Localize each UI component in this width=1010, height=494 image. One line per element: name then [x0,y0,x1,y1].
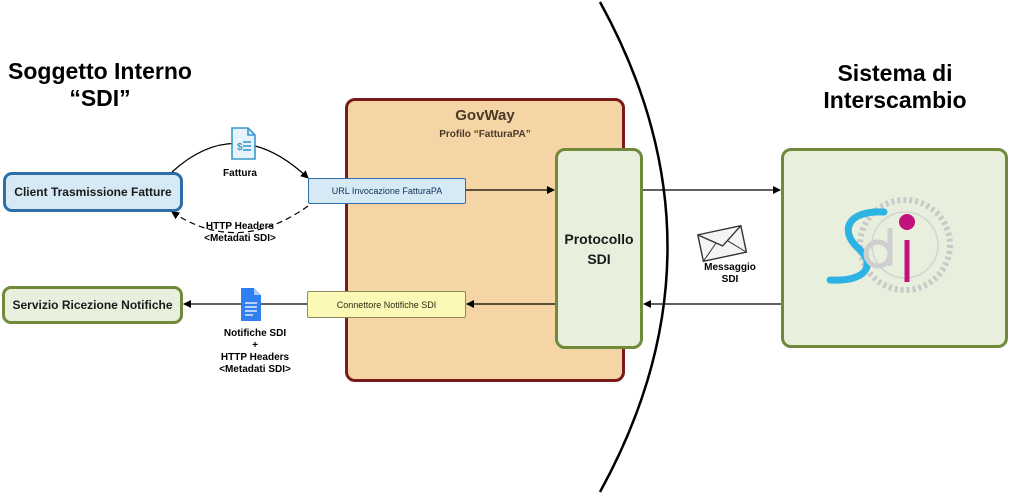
http-headers-line2: <Metadati SDI> [204,233,276,244]
notifiche-line1: Notifiche SDI [223,328,287,339]
fattura-text: Fattura [223,168,257,179]
client-trasmissione-label: Client Trasmissione Fatture [14,185,172,199]
notifiche-line3: HTTP Headers [220,352,290,363]
http-headers-label: HTTP Headers <Metadati SDI> [185,221,295,245]
invoice-icon: $ [231,127,256,160]
connettore-notifiche-label: Connettore Notifiche SDI [336,299,437,310]
notifiche-line2: + [252,340,258,351]
sistema-interscambio-box [781,148,1008,348]
client-trasmissione-box: Client Trasmissione Fatture [3,172,183,212]
messaggio-label: Messaggio SDI [690,262,770,286]
notifiche-label: Notifiche SDI + HTTP Headers <Metadati S… [200,328,310,376]
envelope-icon [696,224,748,263]
messaggio-line2: SDI [721,274,739,285]
left-heading-line1: Soggetto Interno [8,58,192,84]
notifiche-line4: <Metadati SDI> [219,364,291,375]
svg-text:$: $ [237,142,243,153]
left-heading: Soggetto Interno “SDI” [0,58,200,112]
http-headers-line1: HTTP Headers [205,221,275,232]
right-heading-line1: Sistema di [837,60,953,86]
messaggio-line1: Messaggio [704,262,756,273]
govway-subtitle: Profilo “FatturaPA” [439,129,531,140]
left-heading-line2: “SDI” [69,85,131,111]
fattura-label: Fattura [215,168,265,180]
connettore-notifiche-box: Connettore Notifiche SDI [307,291,466,318]
right-heading-line2: Interscambio [823,87,967,113]
headers-arc [171,205,309,234]
document-icon [241,288,261,321]
servizio-ricezione-box: Servizio Ricezione Notifiche [2,286,183,324]
servizio-ricezione-label: Servizio Ricezione Notifiche [12,298,173,312]
protocollo-sdi-box: Protocollo SDI [555,148,643,349]
sdi-logo-icon [826,197,953,293]
govway-title: GovWay [455,107,515,124]
boundary-arc [598,1,669,493]
url-invocazione-box: URL Invocazione FatturaPA [308,178,466,204]
url-invocazione-label: URL Invocazione FatturaPA [331,186,443,196]
protocollo-line2: SDI [587,250,611,267]
protocollo-line1: Protocollo [564,230,634,247]
right-heading: Sistema di Interscambio [800,60,990,114]
